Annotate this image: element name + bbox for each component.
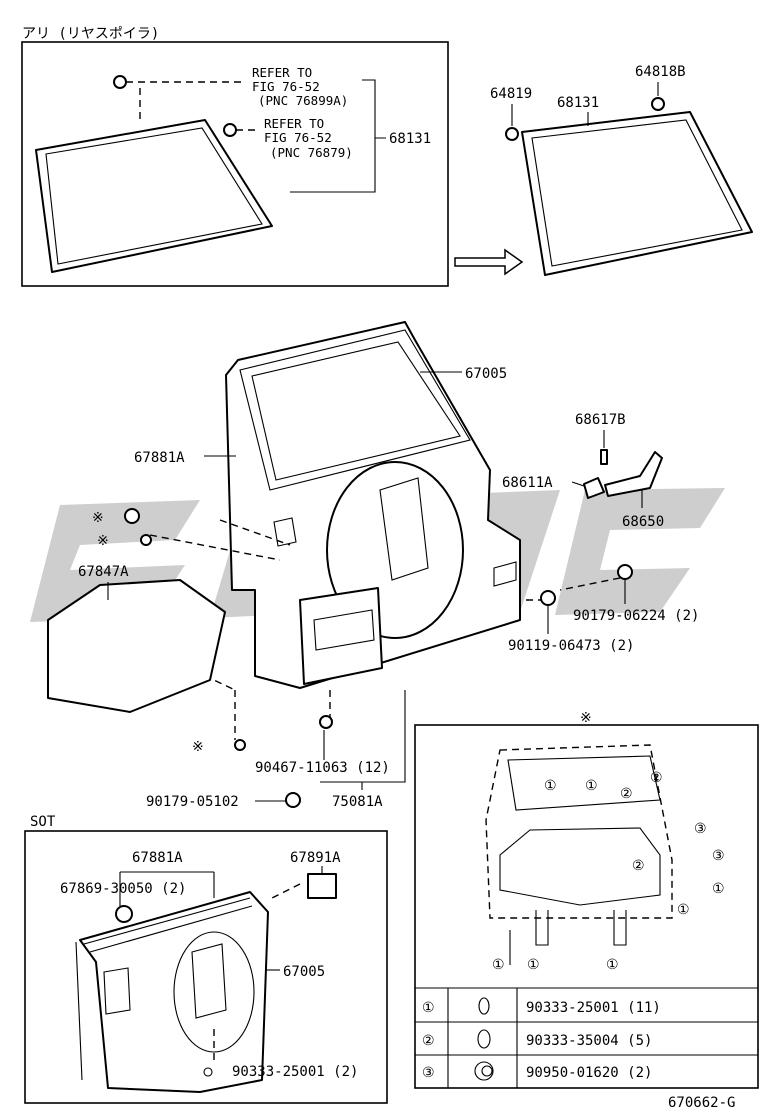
clip-icon <box>319 715 333 729</box>
legend-table: ① 90333-25001 (11) ② 90333-35004 (5) ③ 9… <box>415 987 758 1088</box>
sot-box: SOT 67881A 67891A 67869-30050 (2) 67005 … <box>24 814 388 1104</box>
clip-icon <box>285 792 301 808</box>
figure-id: 670662-G <box>668 1095 735 1111</box>
part-label: 68131 <box>557 95 599 111</box>
hole-plug-large-icon <box>474 1061 494 1081</box>
part-label: 68650 <box>622 514 664 530</box>
part-label: 68617B <box>575 412 626 428</box>
refer-text: FIG 76-52 <box>252 79 320 94</box>
clip-icon <box>505 127 519 141</box>
back-glass-group: 64819 68131 64818B <box>490 64 753 276</box>
part-label: 68131 <box>389 131 431 147</box>
refer-text: REFER TO <box>252 65 312 80</box>
clip-icon <box>651 97 665 111</box>
legend-part: 90333-25001 (11) <box>526 1000 661 1016</box>
clip-icon <box>223 123 237 137</box>
sot-title: SOT <box>30 814 56 830</box>
grommet-icon <box>203 1067 213 1077</box>
mark-1: ① <box>677 902 690 918</box>
part-label: 75081A <box>332 794 383 810</box>
legend-mark: ① <box>422 1000 435 1016</box>
part-label: 64819 <box>490 86 532 102</box>
legend-part: 90333-35004 (5) <box>526 1033 652 1049</box>
grommet-icon <box>234 739 246 751</box>
part-label: 64818B <box>635 64 686 80</box>
clip-icon <box>124 508 140 524</box>
refer-text: (PNC 76899A) <box>258 93 348 108</box>
mark-1: ① <box>492 957 505 973</box>
part-label: 90467-11063 (12) <box>255 760 390 776</box>
grommet-icon <box>140 534 152 546</box>
part-label: 90119-06473 (2) <box>508 638 634 654</box>
part-label: 67881A <box>134 450 185 466</box>
hole-plug-medium-icon <box>477 1029 491 1049</box>
kome-mark: ※ <box>580 710 592 726</box>
mark-3: ③ <box>694 821 707 837</box>
part-label: 68611A <box>502 475 553 491</box>
back-door-assembly: 67005 67881A 68617B 68611A 68650 ※ ※ 678… <box>47 321 699 810</box>
part-label: 67869-30050 (2) <box>60 881 186 897</box>
mark-3: ③ <box>712 848 725 864</box>
legend-mark: ② <box>422 1033 435 1049</box>
mark-1: ① <box>585 778 598 794</box>
part-label: 67891A <box>290 850 341 866</box>
mark-1: ① <box>544 778 557 794</box>
part-label: 67005 <box>283 964 325 980</box>
hole-plug-small-icon <box>478 997 490 1015</box>
part-label: 67847A <box>78 564 129 580</box>
legend-mark: ③ <box>422 1065 435 1081</box>
mark-1: ① <box>606 957 619 973</box>
cushion-icon <box>307 873 337 899</box>
legend-part: 90950-01620 (2) <box>526 1065 652 1081</box>
clip-icon <box>115 905 133 923</box>
pin-icon <box>600 449 608 465</box>
damper-icon <box>604 451 663 497</box>
spoiler-option-box: アリ (リヤスポイラ) REFER TO FIG 76-52 (PNC 7689… <box>21 26 449 287</box>
clip-icon <box>113 75 127 89</box>
kome-mark: ※ <box>97 533 109 549</box>
arrow-icon <box>454 248 524 276</box>
refer-text: FIG 76-52 <box>264 130 332 145</box>
part-label: 90333-25001 (2) <box>232 1064 358 1080</box>
mark-2: ② <box>632 858 645 874</box>
mark-1: ① <box>527 957 540 973</box>
bolt-icon <box>617 564 633 580</box>
hinge-icon <box>583 477 605 499</box>
mark-2: ② <box>620 786 633 802</box>
bolt-icon <box>540 590 556 606</box>
refer-text: (PNC 76879) <box>270 145 353 160</box>
part-label: 67881A <box>132 850 183 866</box>
kome-mark: ※ <box>192 739 204 755</box>
mark-2: ② <box>650 770 663 786</box>
trim-board-icon <box>47 579 226 713</box>
part-label: 90179-05102 <box>146 794 239 810</box>
spoiler-option-title: アリ (リヤスポイラ) <box>22 26 159 42</box>
hole-plug-inset: ※ ① ① ① ① ① ① ① ② ② ② ③ ③ ① 90333-25001 … <box>414 710 759 1089</box>
part-label: 90179-06224 (2) <box>573 608 699 624</box>
kome-mark: ※ <box>92 510 104 526</box>
refer-text: REFER TO <box>264 116 324 131</box>
part-label: 67005 <box>465 366 507 382</box>
mark-1: ① <box>712 881 725 897</box>
